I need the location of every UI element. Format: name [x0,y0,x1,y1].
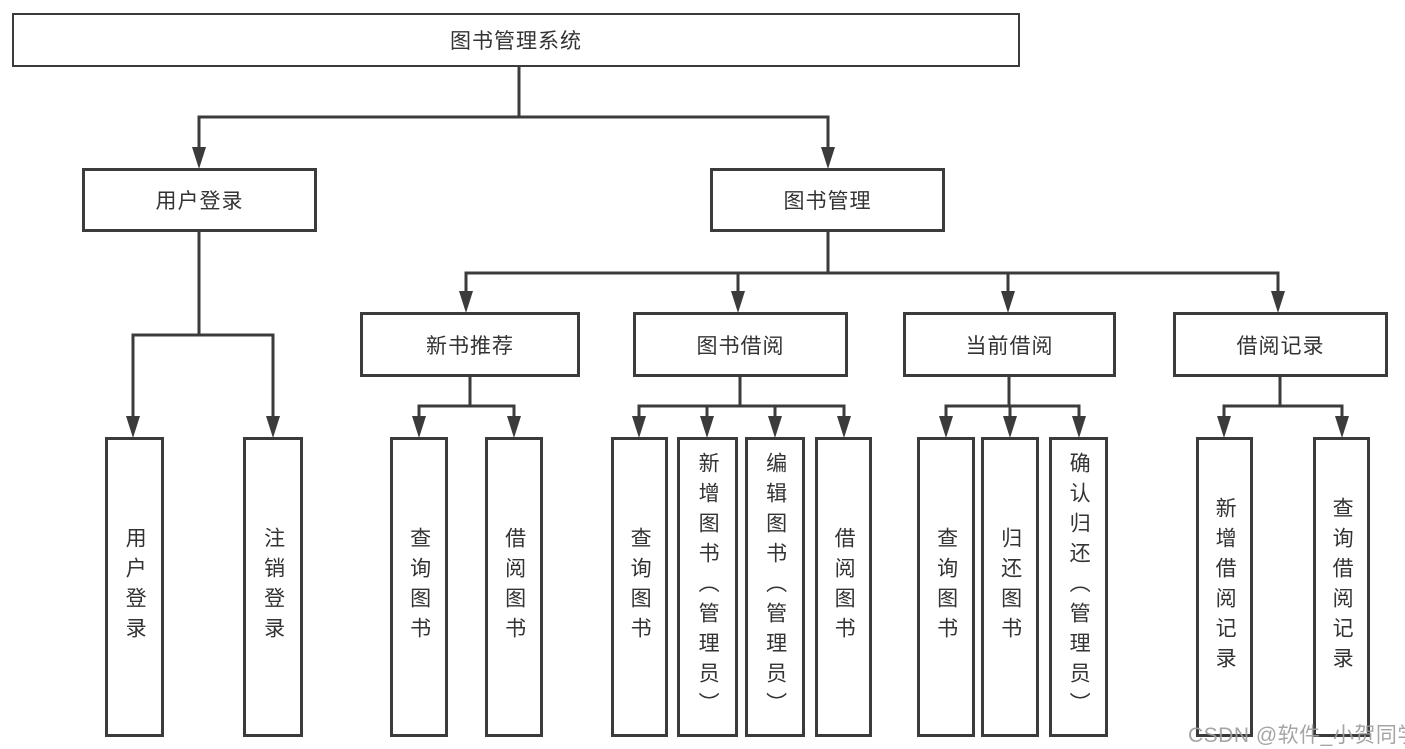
node-book-borrow-label: 图书借阅 [696,334,785,358]
node-current-borrow: 当前借阅 [903,312,1116,377]
node-book-management: 图书管理 [710,168,945,232]
leaf-query-borrow-record: 查询借阅记录 [1313,437,1370,737]
leaf-user-login-label: 用户登录 [123,527,147,647]
leaf-add-borrow-record-label: 新增借阅记录 [1213,497,1237,677]
leaf-return-book-label: 归还图书 [998,527,1022,647]
leaf-confirm-return-admin: 确认归还（管理员） [1049,437,1108,737]
leaf-edit-book-admin-label: 编辑图书（管理员） [763,452,787,722]
leaf-query-books-current-label: 查询图书 [934,527,958,647]
leaf-user-login: 用户登录 [105,437,164,737]
node-user-login-label: 用户登录 [155,190,244,213]
leaf-logout-label: 注销登录 [261,527,285,647]
leaf-edit-book-admin: 编辑图书（管理员） [745,437,805,737]
leaf-borrow-books: 借阅图书 [815,437,872,737]
node-book-management-label: 图书管理 [783,190,872,213]
watermark: CSDN @软件_小贺同学 [1188,724,1405,747]
leaf-query-books-current: 查询图书 [917,437,975,737]
node-root-label: 图书管理系统 [450,30,582,53]
leaf-return-book: 归还图书 [981,437,1039,737]
leaf-logout: 注销登录 [243,437,303,737]
leaf-query-books-recommend: 查询图书 [390,437,448,737]
leaf-query-books-borrow: 查询图书 [611,437,668,737]
leaf-add-book-admin-label: 新增图书（管理员） [696,452,720,722]
node-borrow-records-label: 借阅记录 [1236,334,1325,358]
node-new-book-recommend: 新书推荐 [360,312,580,377]
node-borrow-records: 借阅记录 [1173,312,1388,377]
node-book-borrow: 图书借阅 [633,312,848,377]
leaf-borrow-books-label: 借阅图书 [832,527,856,647]
node-new-book-recommend-label: 新书推荐 [426,334,514,358]
leaf-borrow-books-recommend: 借阅图书 [485,437,543,737]
node-root: 图书管理系统 [12,13,1020,67]
leaf-add-borrow-record: 新增借阅记录 [1196,437,1253,737]
leaf-borrow-books-recommend-label: 借阅图书 [502,527,526,647]
leaf-add-book-admin: 新增图书（管理员） [677,437,738,737]
leaf-query-borrow-record-label: 查询借阅记录 [1330,497,1354,677]
leaf-query-books-borrow-label: 查询图书 [628,527,652,647]
node-user-login: 用户登录 [82,168,317,232]
leaf-confirm-return-admin-label: 确认归还（管理员） [1067,452,1091,722]
node-current-borrow-label: 当前借阅 [965,334,1054,358]
leaf-query-books-recommend-label: 查询图书 [407,527,431,647]
